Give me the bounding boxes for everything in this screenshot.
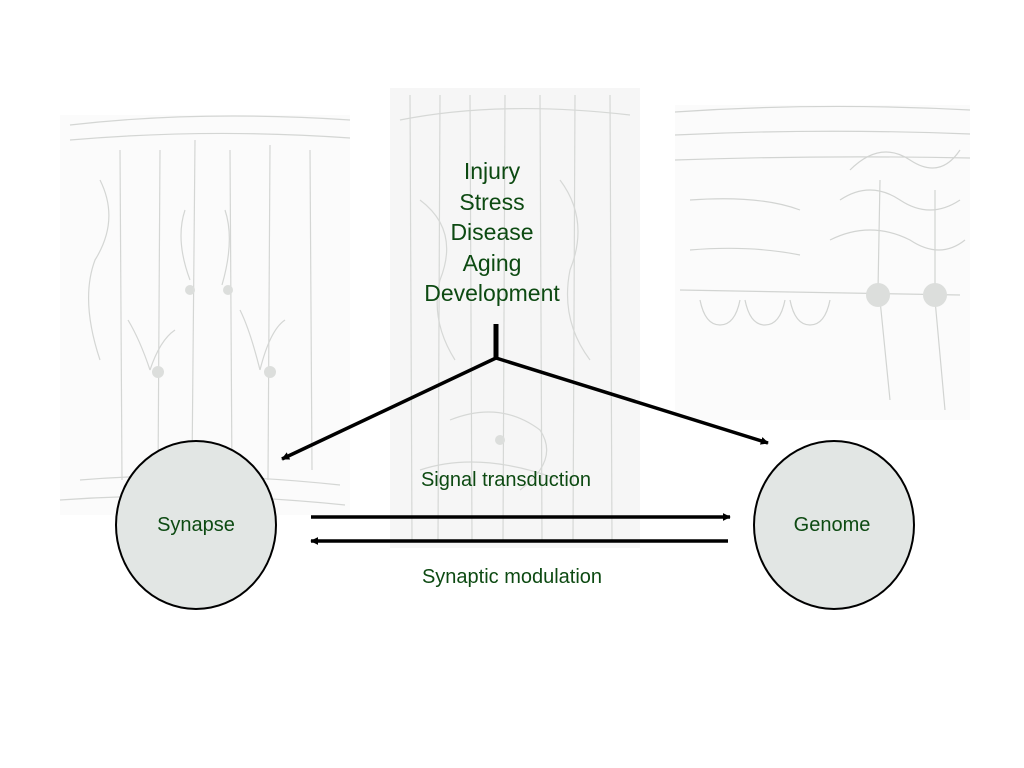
factor-connector	[281, 324, 769, 461]
arrow-to-genome	[495, 356, 769, 445]
factor-item: Stress	[459, 188, 525, 215]
factor-list: Injury Stress Disease Aging Development	[392, 156, 592, 309]
genome-node	[753, 440, 915, 610]
genome-label: Genome	[793, 514, 871, 536]
neuron-drawing-center	[390, 88, 640, 548]
factor-item: Disease	[450, 219, 534, 245]
signal-transduction-label: Signal transduction	[420, 469, 592, 491]
factor-item: Injury	[463, 158, 521, 184]
arrow-to-synapse	[281, 356, 497, 461]
factor-item: Aging	[462, 249, 522, 276]
synapse-label: Synapse	[157, 514, 235, 536]
neuron-drawing-right	[674, 105, 971, 420]
factor-item: Development	[424, 280, 560, 306]
synapse-node	[115, 440, 277, 610]
synaptic-modulation-label: Synaptic modulation	[421, 566, 603, 588]
